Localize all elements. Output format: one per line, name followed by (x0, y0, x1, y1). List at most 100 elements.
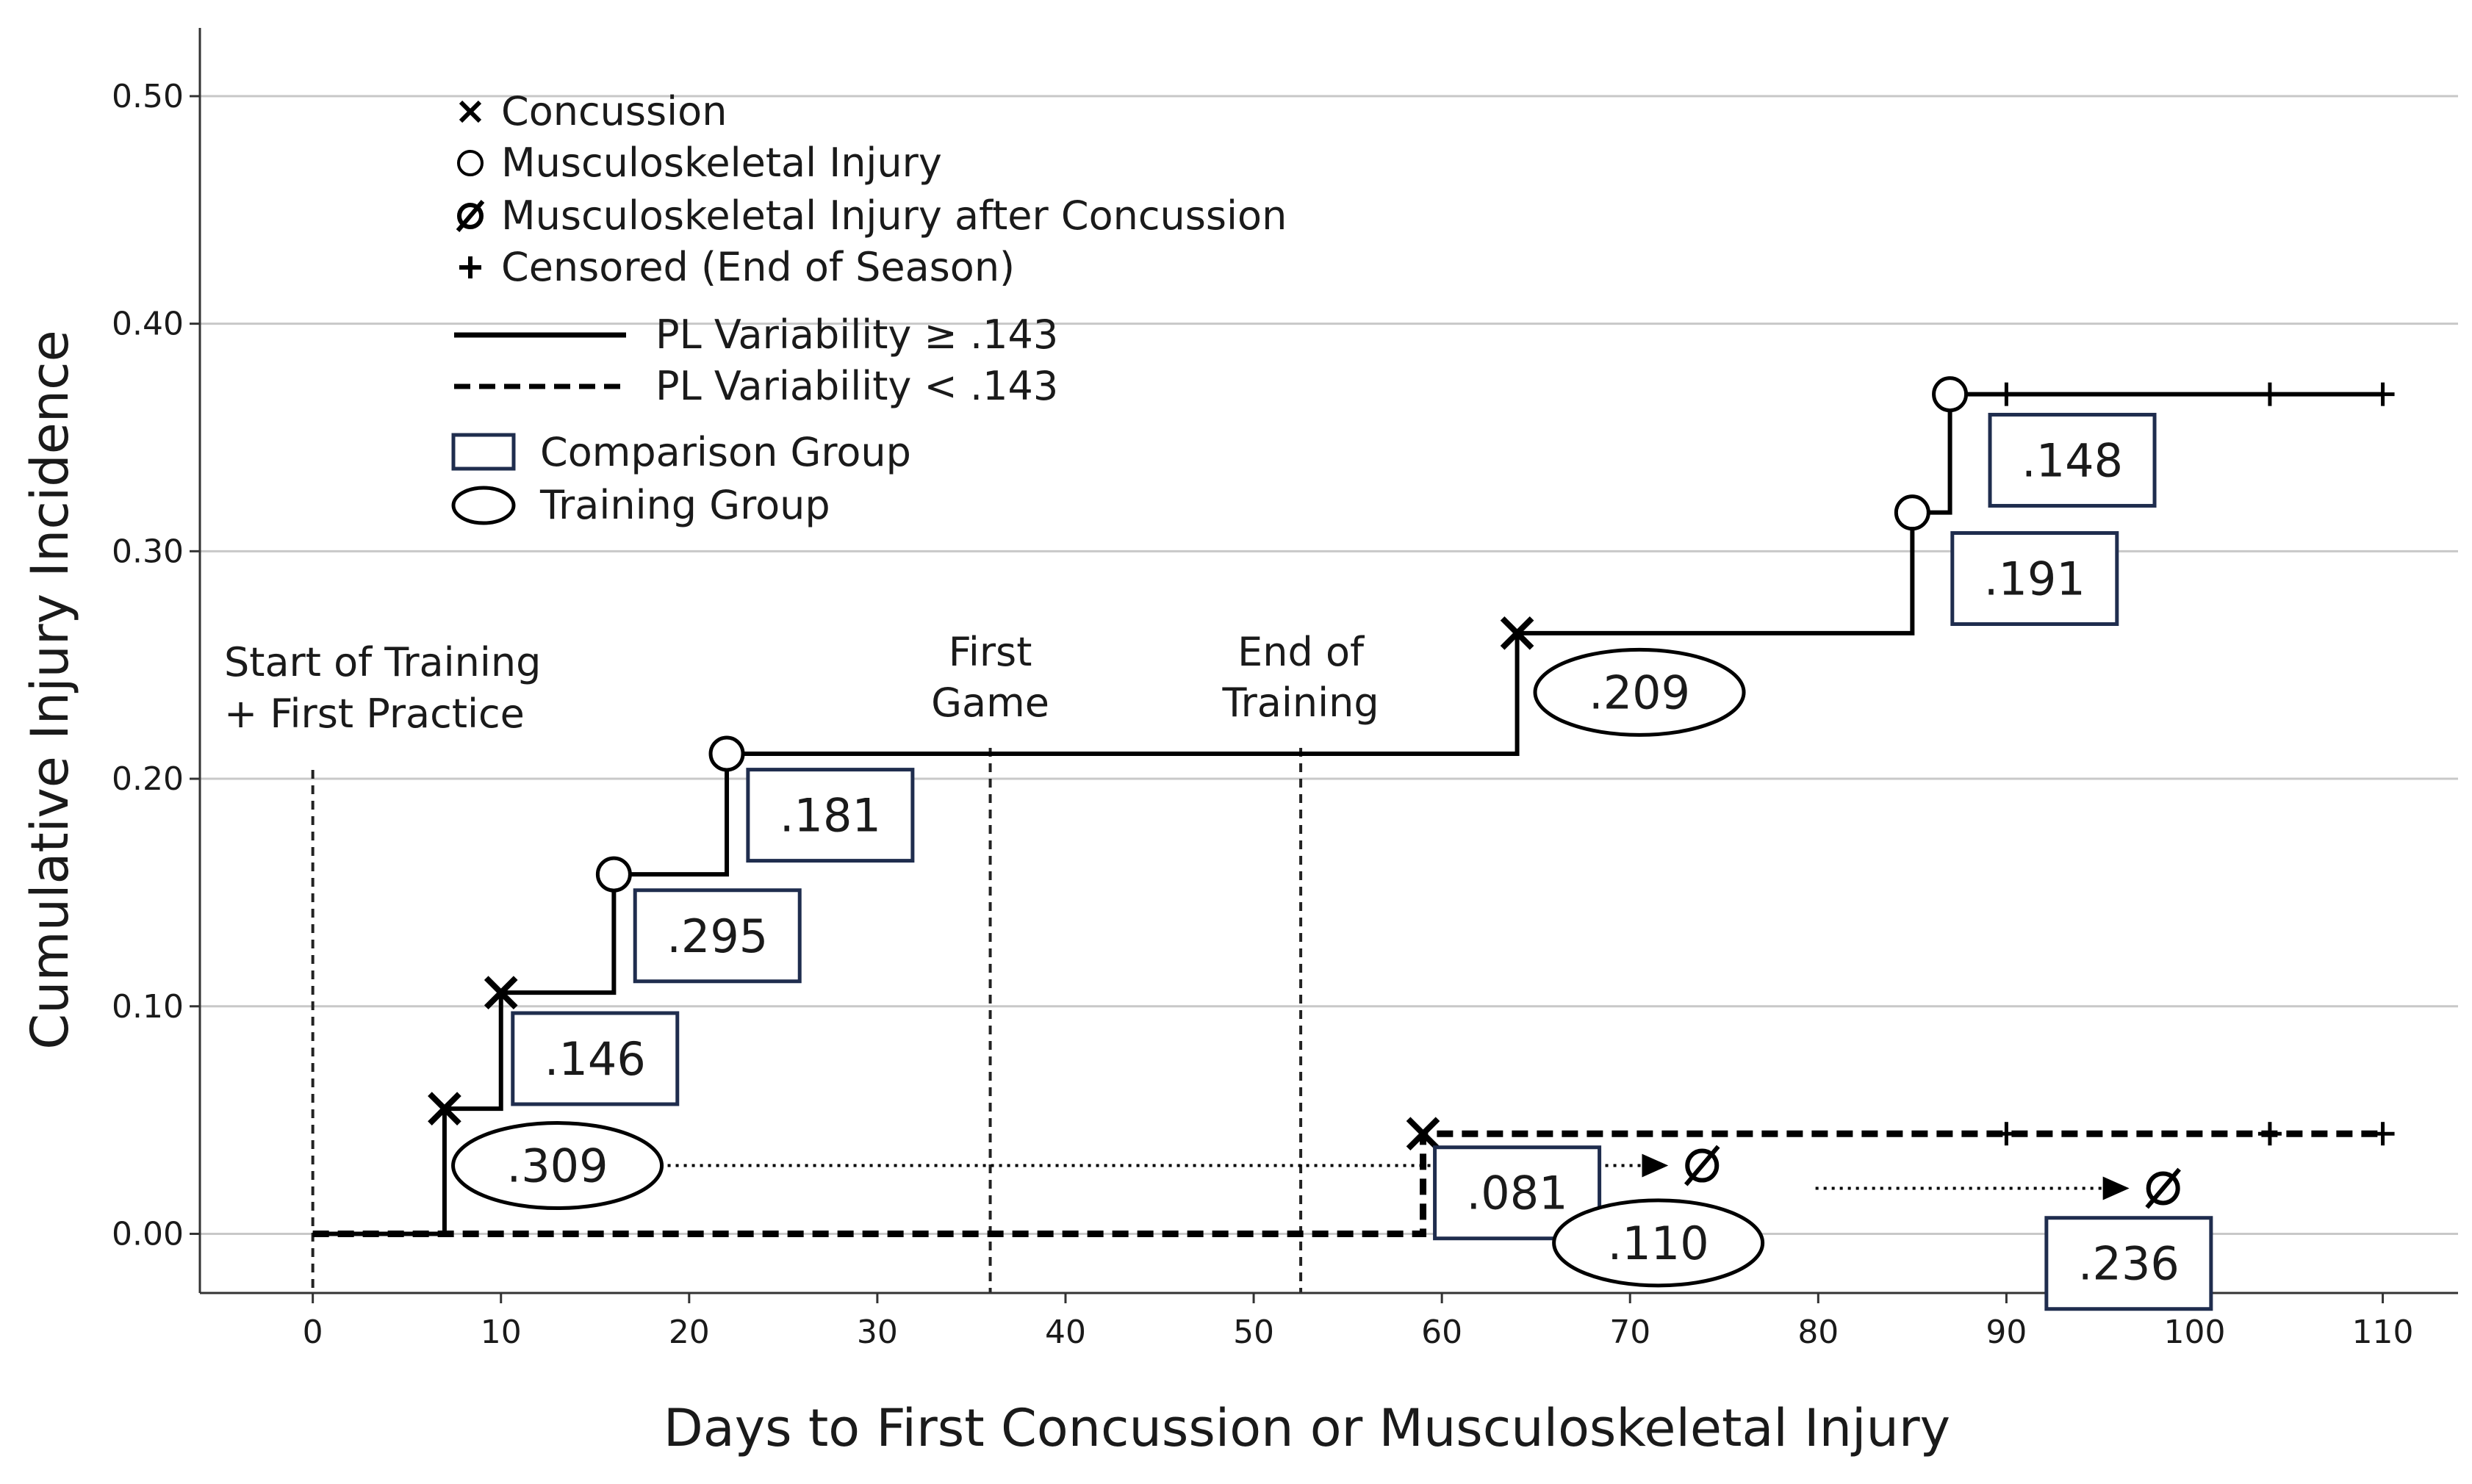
phase-label-0-1: + First Practice (224, 691, 525, 737)
series-0-event-4 (1500, 616, 1534, 650)
legend-entry-2-symbol-slash (456, 200, 485, 232)
annotation-0-label: .309 (507, 1139, 608, 1193)
legend-entry-3: Censored (End of Season) (459, 244, 1015, 290)
phase-label-1-1: Game (931, 680, 1049, 726)
series-1-step-line (312, 1130, 2383, 1237)
legend-entry-2: Musculoskeletal Injury after Concussion (456, 192, 1287, 239)
annotation-1-box (511, 1011, 680, 1106)
series-0-event-3 (708, 735, 745, 772)
legend-entry-2-symbol (457, 203, 484, 229)
x-tick-label-1: 10 (481, 1314, 522, 1351)
series-1-event-2 (2257, 1122, 2282, 1146)
legend-entry-5-label: PL Variability < .143 (655, 363, 1058, 409)
x-tick-label-11: 110 (2352, 1314, 2414, 1351)
legend-entry-4: PL Variability ≥ .143 (454, 311, 1058, 358)
series-1-event-1 (1994, 1122, 2019, 1146)
legend-entry-7-symbol (451, 486, 516, 525)
series-0-event-6-ring (1932, 376, 1969, 413)
legend-entry-0-label: Concussion (501, 88, 727, 134)
annotation-8: .110 (1552, 1198, 1765, 1288)
annotation-4-ellipse (1533, 647, 1746, 737)
annotation-1-label: .146 (545, 1032, 646, 1086)
annotation-2-box (633, 888, 802, 984)
phase-label-2-1: Training (1222, 680, 1379, 726)
annotation-4-label: .209 (1589, 666, 1690, 719)
post-concussion-injury-marker-1-slash (2145, 1167, 2181, 1209)
annotation-1: .146 (511, 1011, 680, 1106)
annotation-8-label: .110 (1608, 1217, 1709, 1270)
series-0-event-1-stroke-b (484, 976, 518, 1010)
annotation-6: .148 (1988, 412, 2157, 508)
series-0-event-5-ring (1894, 494, 1930, 531)
legend-entry-1-symbol (457, 150, 484, 176)
y-tick-label-2: 0.20 (112, 760, 184, 798)
annotation-7-box (1433, 1145, 1602, 1241)
annotation-2-label: .295 (666, 910, 768, 963)
x-tick-label-9: 90 (1986, 1314, 2027, 1351)
post-concussion-injury-marker-0-slash (1684, 1145, 1720, 1186)
annotation-7: .081 (1433, 1145, 1602, 1241)
series-0-event-0 (428, 1092, 461, 1125)
annotation-5-label: .191 (1984, 552, 2085, 606)
legend-entry-7: Training Group (451, 482, 830, 528)
legend-entry-0: Concussion (459, 88, 727, 134)
y-tick-label-5: 0.50 (112, 78, 184, 115)
series-0-event-4-stroke-b (1500, 616, 1534, 650)
series-0-event-7 (1994, 382, 2019, 406)
annotation-0-ellipse (451, 1121, 664, 1211)
series-0-event-3-ring (708, 735, 745, 772)
legend-entry-1-label: Musculoskeletal Injury (501, 140, 942, 186)
x-tick-label-8: 80 (1797, 1314, 1839, 1351)
x-tick-label-6: 60 (1421, 1314, 1462, 1351)
annotation-5-box (1950, 531, 2119, 627)
series-1-event-0 (1406, 1117, 1440, 1151)
series-0-step-line (312, 392, 2383, 1236)
x-axis-title: Days to First Concussion or Musculoskele… (664, 1398, 1950, 1458)
series-0-event-0-stroke-b (428, 1092, 461, 1125)
annotation-2: .295 (633, 888, 802, 984)
series-1-event-3 (2371, 1122, 2395, 1146)
series-0-event-1 (484, 976, 518, 1010)
x-tick-label-0: 0 (303, 1314, 323, 1351)
legend-entry-7-label: Training Group (539, 482, 830, 528)
annotation-6-label: .148 (2022, 433, 2123, 487)
legend-entry-3-label: Censored (End of Season) (501, 244, 1015, 290)
y-axis-title: Cumulative Injury Incidence (20, 330, 80, 1049)
y-tick-label-0: 0.00 (112, 1215, 184, 1253)
legend-entry-4-label: PL Variability ≥ .143 (655, 311, 1058, 358)
post-concussion-injury-marker-1 (2145, 1167, 2181, 1209)
annotation-3-label: .181 (780, 789, 881, 843)
x-tick-label-2: 20 (669, 1314, 710, 1351)
series-0-event-2-ring (595, 856, 632, 893)
series-0-event-2 (595, 856, 632, 893)
annotation-7-label: .081 (1467, 1167, 1568, 1220)
x-tick-label-10: 100 (2163, 1314, 2225, 1351)
legend-entry-1: Musculoskeletal Injury (457, 140, 942, 186)
x-tick-label-7: 70 (1609, 1314, 1650, 1351)
annotation-8-ellipse (1552, 1198, 1765, 1288)
legend-entry-6-symbol (451, 433, 516, 471)
annotation-3-box (746, 768, 915, 863)
phase-label-1-0: First (949, 629, 1032, 675)
x-tick-label-5: 50 (1233, 1314, 1274, 1351)
annotation-5: .191 (1950, 531, 2119, 627)
annotation-3: .181 (746, 768, 915, 863)
annotation-9: .236 (2044, 1216, 2213, 1311)
x-tick-label-3: 30 (857, 1314, 898, 1351)
phase-label-2-0: End of (1237, 629, 1365, 675)
phase-label-0-0: Start of Training (224, 639, 541, 685)
series-0-event-8 (2257, 382, 2282, 406)
series-0-event-5 (1894, 494, 1930, 531)
legend-entry-6-label: Comparison Group (540, 429, 911, 475)
annotation-6-box (1988, 412, 2157, 508)
annotation-0: .309 (451, 1121, 664, 1211)
series-1-event-0-stroke-b (1406, 1117, 1440, 1151)
post-concussion-injury-marker-0 (1684, 1145, 1720, 1186)
annotation-4: .209 (1533, 647, 1746, 737)
annotation-9-label: .236 (2078, 1237, 2180, 1291)
legend-entry-5: PL Variability < .143 (454, 363, 1058, 409)
y-tick-label-3: 0.30 (112, 533, 184, 570)
y-tick-label-1: 0.10 (112, 988, 184, 1026)
y-tick-label-4: 0.40 (112, 306, 184, 343)
